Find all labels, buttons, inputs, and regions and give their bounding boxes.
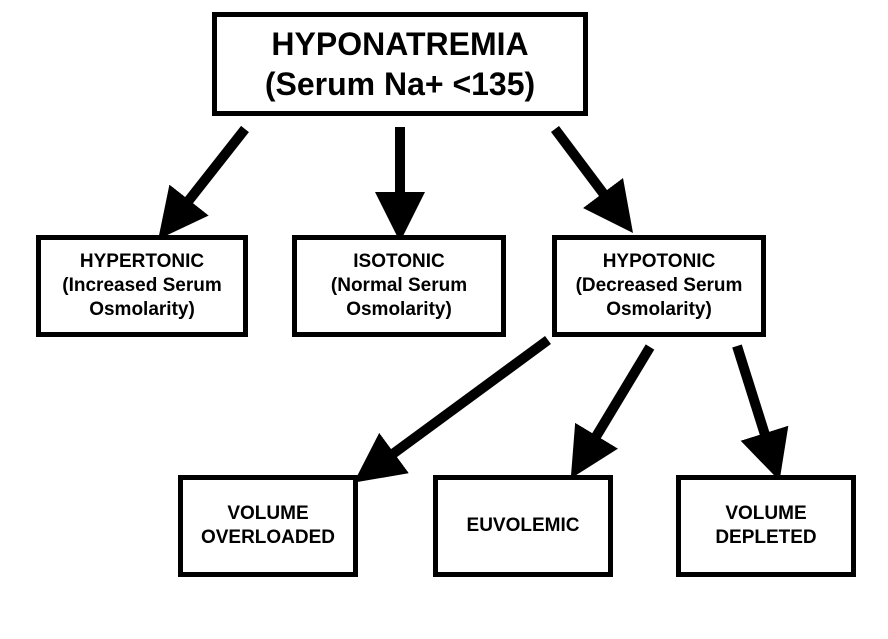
hyponatremia-box: HYPONATREMIA (Serum Na+ <135) — [212, 12, 588, 116]
hypertonic-detail-1: (Increased Serum — [62, 275, 222, 296]
volume-depleted-line-1: VOLUME — [725, 503, 807, 524]
hypotonic-detail-1: (Decreased Serum — [575, 275, 743, 296]
arrow-hypotonic-to-volume-overloaded — [353, 335, 551, 483]
hypertonic-label: HYPERTONIC — [79, 251, 205, 272]
hyponatremia-subtitle: (Serum Na+ <135) — [264, 66, 536, 102]
arrow-hypotonic-to-volume-depleted — [732, 344, 789, 481]
arrow-root-to-hypotonic — [551, 126, 633, 233]
volume-depleted-box: VOLUME DEPLETED — [676, 475, 856, 577]
isotonic-detail-1: (Normal Serum — [330, 275, 468, 296]
volume-depleted-line-2: DEPLETED — [715, 527, 817, 548]
euvolemic-box: EUVOLEMIC — [433, 475, 613, 577]
volume-overloaded-line-2: OVERLOADED — [200, 527, 336, 548]
isotonic-label: ISOTONIC — [353, 251, 445, 272]
isotonic-detail-2: Osmolarity) — [346, 299, 452, 320]
arrow-hypotonic-to-euvolemic — [570, 344, 655, 479]
hypotonic-detail-2: Osmolarity) — [606, 299, 712, 320]
volume-overloaded-line-1: VOLUME — [227, 503, 309, 524]
hypertonic-box: HYPERTONIC (Increased Serum Osmolarity) — [36, 235, 248, 337]
isotonic-box: ISOTONIC (Normal Serum Osmolarity) — [292, 235, 506, 337]
hyponatremia-title: HYPONATREMIA — [271, 26, 529, 62]
arrow-root-to-hypertonic — [158, 125, 249, 240]
hypotonic-box: HYPOTONIC (Decreased Serum Osmolarity) — [552, 235, 766, 337]
hypotonic-label: HYPOTONIC — [602, 251, 716, 272]
hypertonic-detail-2: Osmolarity) — [89, 299, 195, 320]
volume-overloaded-box: VOLUME OVERLOADED — [178, 475, 358, 577]
euvolemic-label: EUVOLEMIC — [466, 515, 580, 536]
